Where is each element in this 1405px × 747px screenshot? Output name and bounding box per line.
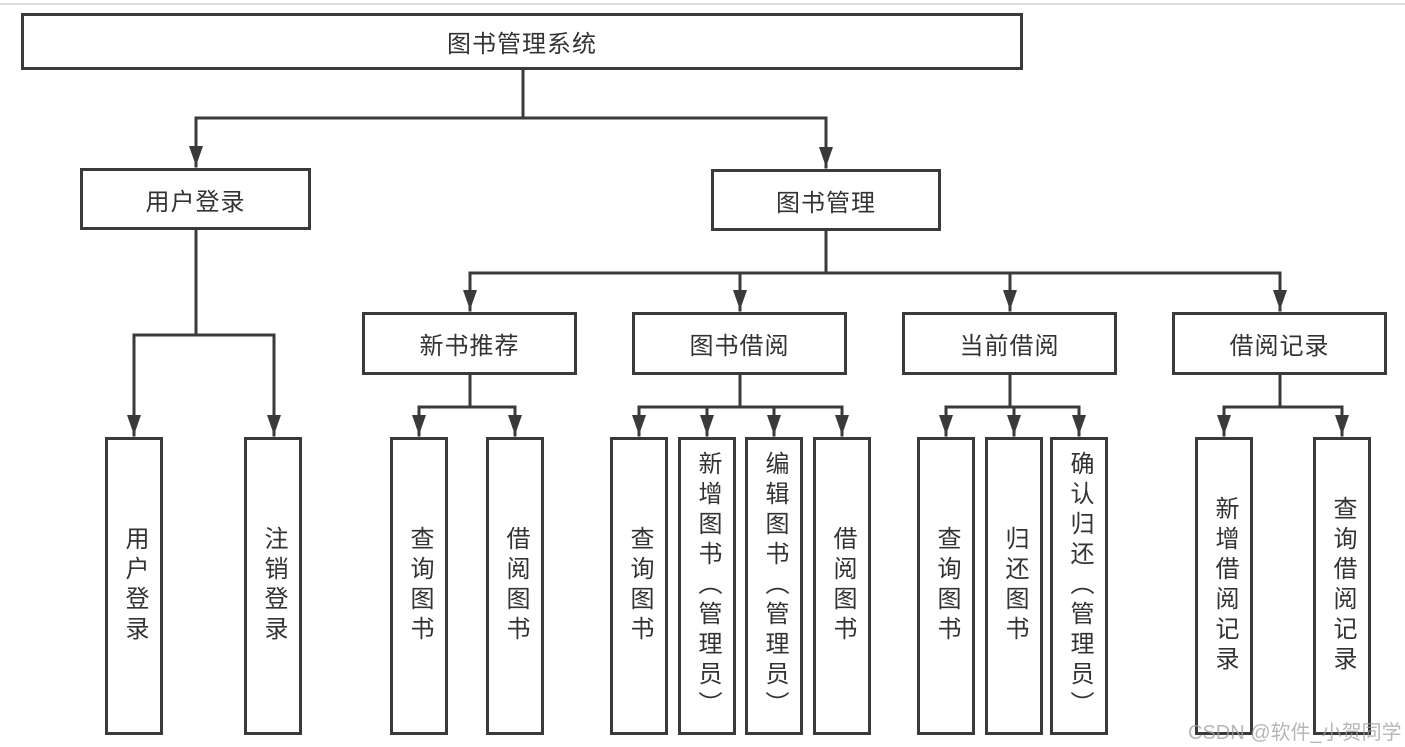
connector-user-login: [132, 228, 276, 337]
leaf-label: 确认归还（管理员）: [1066, 451, 1093, 721]
watermark: CSDN @软件_小贺同学: [1188, 722, 1402, 744]
leaf-user-login: 用户登录: [105, 437, 163, 735]
connector-new-book-recommend: [417, 373, 517, 409]
node-current-borrowing: 当前借阅: [902, 312, 1117, 375]
connector-borrowing-records: [1222, 373, 1344, 409]
leaf-return-book: 归还图书: [985, 437, 1043, 735]
leaf-label: 借阅图书: [502, 526, 529, 646]
leaf-label: 注销登录: [260, 526, 287, 646]
leaf-label: 新增图书（管理员）: [694, 451, 721, 721]
leaf-borrow-books-recommend: 借阅图书: [486, 437, 544, 735]
connector-current-borrowing: [944, 373, 1081, 409]
node-new-book-recommend: 新书推荐: [362, 312, 577, 375]
leaf-label: 查询图书: [933, 526, 960, 646]
leaf-add-borrow-record: 新增借阅记录: [1195, 437, 1253, 735]
leaf-confirm-return-admin: 确认归还（管理员）: [1050, 437, 1108, 735]
leaf-label: 查询图书: [406, 526, 433, 646]
node-label: 新书推荐: [419, 333, 520, 360]
node-borrowing-records: 借阅记录: [1172, 312, 1387, 375]
page-top-divider: [0, 3, 1405, 5]
leaf-label: 用户登录: [121, 526, 148, 646]
node-book-borrowing: 图书借阅: [632, 312, 847, 375]
connector-book-borrowing: [637, 373, 844, 409]
leaf-label: 查询借阅记录: [1329, 496, 1356, 676]
leaf-logout: 注销登录: [244, 437, 302, 735]
node-label: 用户登录: [145, 188, 246, 216]
leaf-edit-book-admin: 编辑图书（管理员）: [745, 437, 803, 735]
node-user-login: 用户登录: [80, 168, 311, 230]
leaf-query-books-recommend: 查询图书: [390, 437, 448, 735]
leaf-label: 借阅图书: [829, 526, 856, 646]
leaf-query-borrow-record: 查询借阅记录: [1313, 437, 1371, 735]
leaf-label: 查询图书: [626, 526, 653, 646]
leaf-borrow-books-borrowing: 借阅图书: [813, 437, 871, 735]
node-label: 借阅记录: [1229, 333, 1330, 360]
connector-root: [194, 68, 828, 120]
node-book-management: 图书管理: [711, 169, 941, 231]
leaf-label: 编辑图书（管理员）: [761, 451, 788, 721]
connector-book-management: [468, 229, 1282, 275]
leaf-label: 归还图书: [1001, 526, 1028, 646]
node-label: 图书借阅: [689, 333, 790, 360]
node-label: 当前借阅: [959, 333, 1060, 360]
leaf-query-books-current: 查询图书: [917, 437, 975, 735]
leaf-label: 新增借阅记录: [1211, 496, 1238, 676]
leaf-add-book-admin: 新增图书（管理员）: [678, 437, 736, 735]
leaf-query-books-borrowing: 查询图书: [610, 437, 668, 735]
node-library-management-system: 图书管理系统: [21, 13, 1023, 70]
node-label: 图书管理: [776, 189, 876, 217]
node-label: 图书管理系统: [447, 31, 597, 58]
